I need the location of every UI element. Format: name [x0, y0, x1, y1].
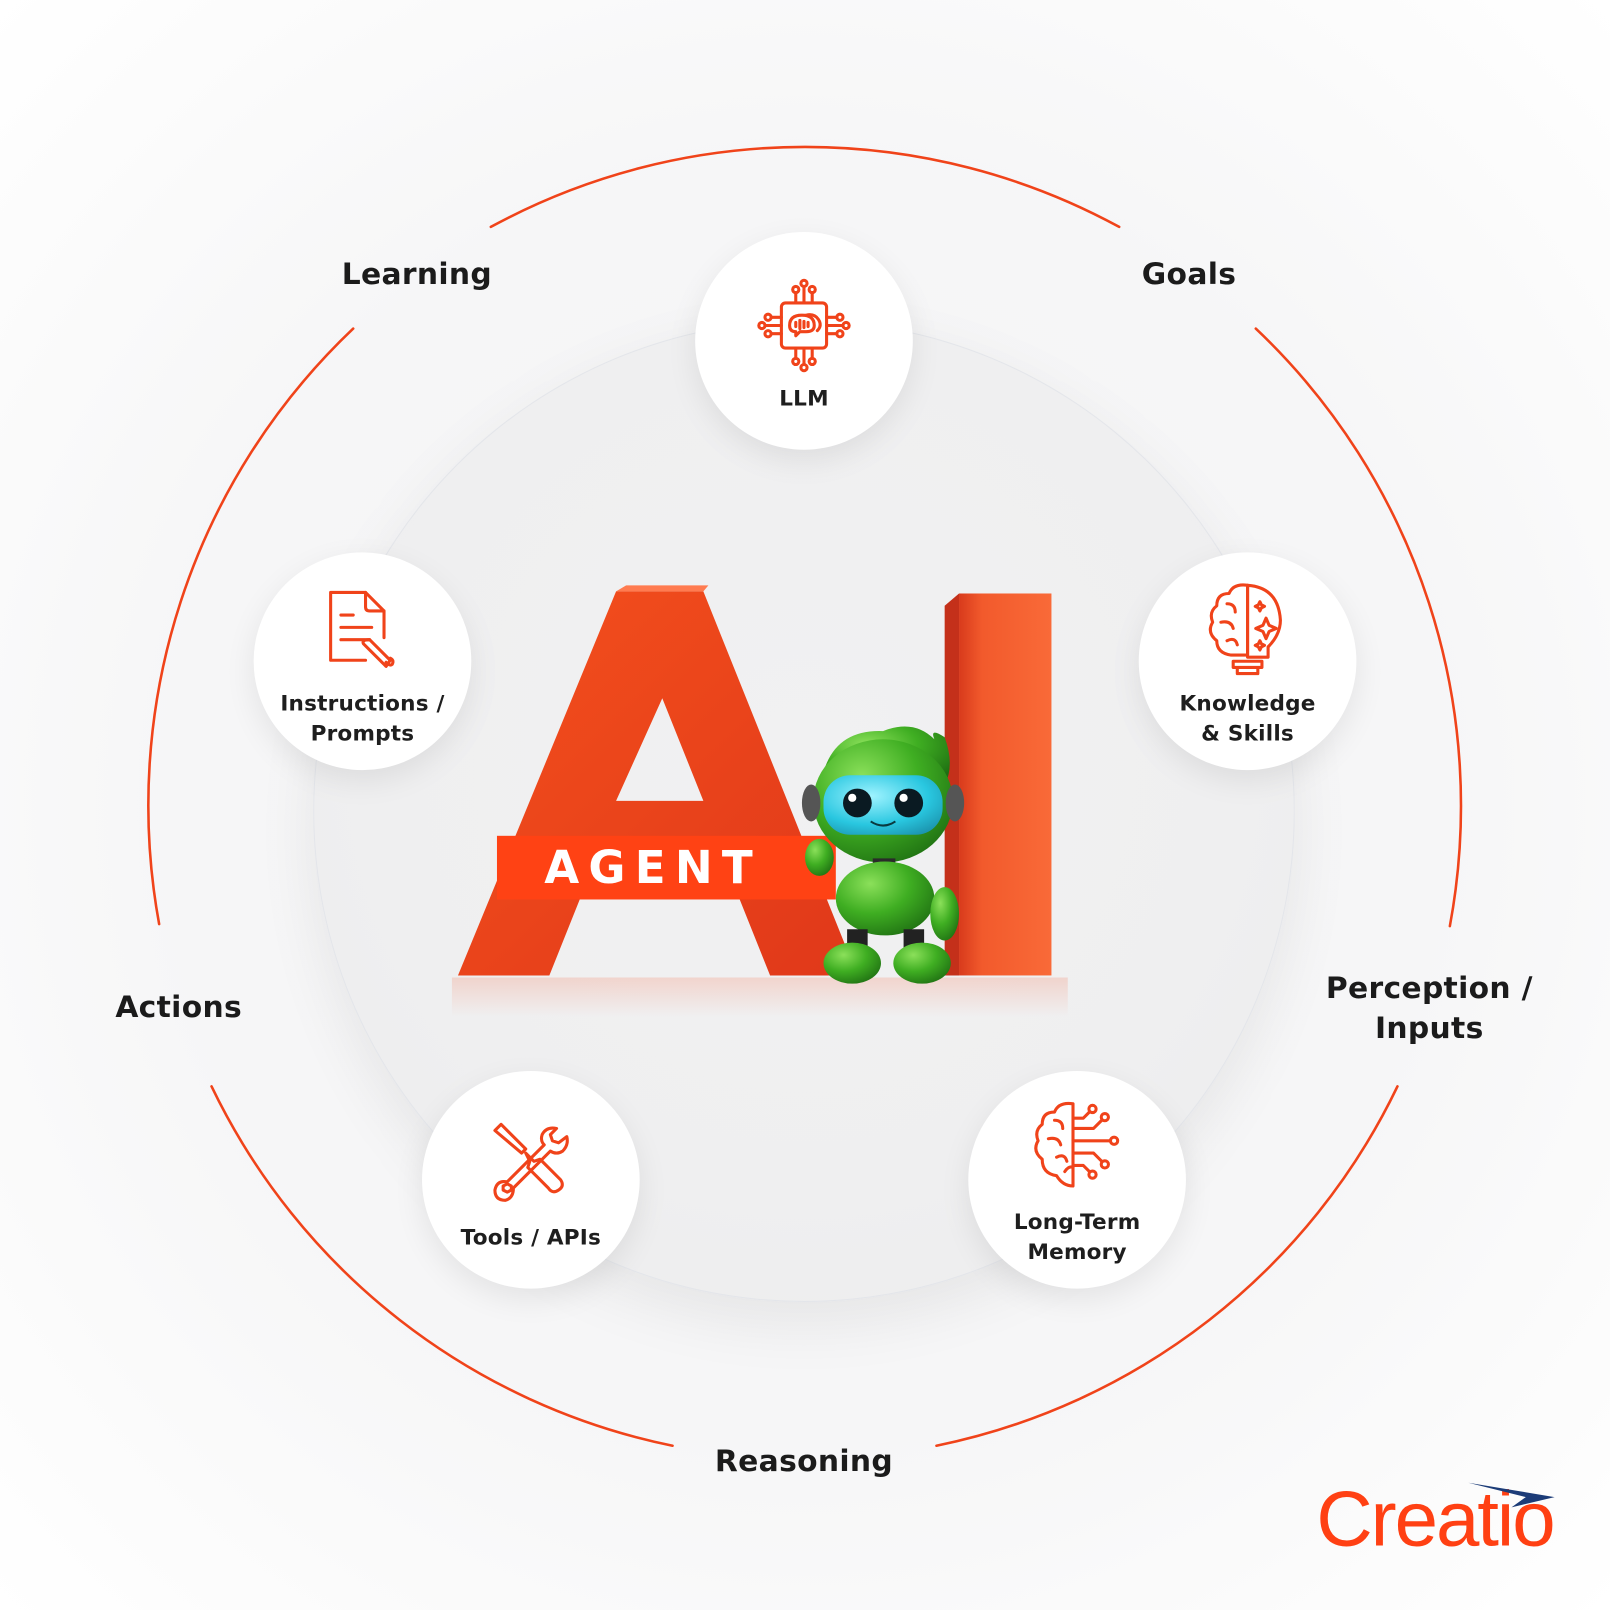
- brand-arrow-icon: [1468, 1482, 1555, 1508]
- arc-actions-learning: [147, 327, 355, 926]
- component-llm-label: LLM: [779, 385, 829, 411]
- label-line-1: Perception /: [1325, 970, 1533, 1006]
- component-memory-label: Long-Term Memory: [1014, 1208, 1141, 1268]
- creatio-logo: Creatio: [1316, 1480, 1555, 1559]
- label-line-1: Knowledge: [1179, 691, 1316, 716]
- label-line-2: Prompts: [310, 720, 415, 746]
- arc-learning-goals: [489, 145, 1121, 229]
- label-line-2: Inputs: [1375, 1010, 1484, 1046]
- component-tools-label: Tools / APIs: [460, 1224, 602, 1250]
- stage-actions: Actions: [115, 989, 243, 1025]
- brain-bulb-icon: [1191, 574, 1304, 687]
- stage-learning: Learning: [341, 256, 493, 292]
- label-line-2: & Skills: [1201, 720, 1294, 746]
- component-tools-apis: Tools / APIs: [422, 1070, 640, 1289]
- label-line-1: Long-Term: [1013, 1209, 1141, 1235]
- component-instructions-prompts: Instructions / Prompts: [253, 552, 472, 771]
- component-knowledge-skills: Knowledge & Skills: [1138, 552, 1357, 771]
- brain-circuit-icon: [1021, 1093, 1134, 1206]
- arc-perception-reasoning: [935, 1085, 1399, 1448]
- component-long-term-memory: Long-Term Memory: [968, 1070, 1186, 1289]
- arc-reasoning-actions: [210, 1085, 674, 1448]
- document-pen-icon: [306, 574, 419, 687]
- stage-reasoning: Reasoning: [714, 1443, 894, 1479]
- agent-banner-text: AGENT: [544, 841, 762, 895]
- component-knowledge-label: Knowledge & Skills: [1179, 689, 1315, 749]
- label-line-1: Instructions /: [280, 691, 445, 716]
- component-instructions-label: Instructions / Prompts: [280, 689, 444, 749]
- arc-goals-perception: [1254, 327, 1463, 928]
- chip-chat-icon: [748, 269, 861, 382]
- stage-goals: Goals: [1141, 256, 1237, 292]
- label-line-2: Memory: [1027, 1239, 1127, 1264]
- agent-banner: [496, 835, 836, 900]
- component-llm: LLM: [695, 232, 913, 450]
- stage-perception-inputs: Perception / Inputs: [1326, 968, 1533, 1048]
- letter-i: [959, 593, 1052, 976]
- robot-mascot: [801, 726, 965, 984]
- wrench-screwdriver-icon: [474, 1107, 587, 1220]
